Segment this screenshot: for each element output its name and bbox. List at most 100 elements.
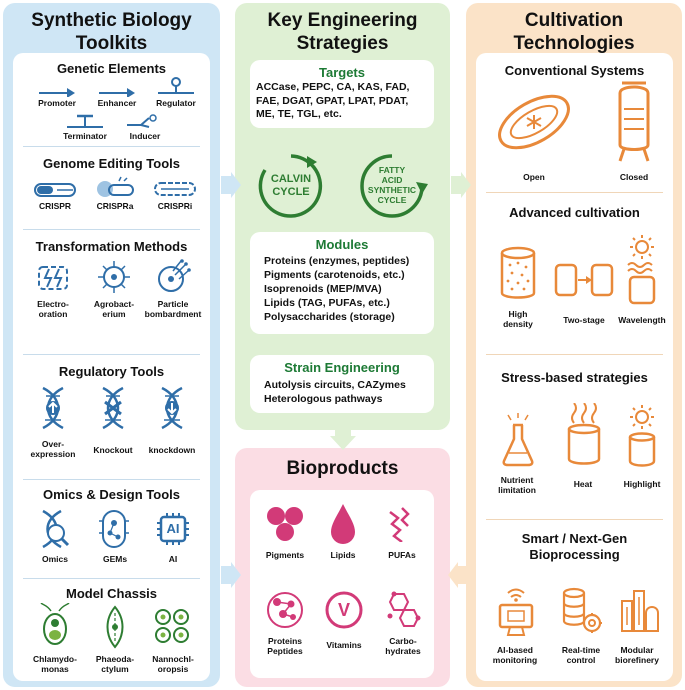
strain-engineering-title: Strain Engineering xyxy=(284,360,400,375)
divider xyxy=(23,354,200,355)
high-density-icon xyxy=(498,245,538,301)
fatty-acid-cycle-icon: FATTY ACID SYNTHETIC CYCLE xyxy=(356,150,428,222)
bioproducts-title: Bioproducts xyxy=(286,458,399,479)
advanced-cultivation-title: Advanced cultivation xyxy=(509,205,640,220)
knockdown-label: knockdown xyxy=(148,445,196,455)
omics-title: Omics & Design Tools xyxy=(42,487,180,502)
knockdown-icon xyxy=(156,386,188,430)
terminator-label: Terminator xyxy=(63,131,107,141)
module-item: Polysaccharides (storage) xyxy=(264,311,395,323)
electroporation-label: Electro- oration xyxy=(37,299,69,319)
strain-item: Autolysis circuits, CAZymes xyxy=(264,379,406,391)
arrow-left-to-middle xyxy=(221,172,241,198)
phaeodactylum-icon xyxy=(101,605,129,649)
ai-monitoring-label: AI-based monitoring xyxy=(492,645,538,665)
strain-engineering-card: Strain Engineering Autolysis circuits, C… xyxy=(250,355,434,413)
modular-biorefinery-icon xyxy=(620,583,660,635)
divider xyxy=(23,146,200,147)
closed-bioreactor-icon xyxy=(612,79,656,165)
proteins-peptides-label: Proteins Peptides xyxy=(267,636,303,656)
phaeodactylum-label: Phaeoda- ctylum xyxy=(95,654,135,674)
targets-text: ACCase, PEPC, CA, KAS, FAD, FAE, DGAT, G… xyxy=(256,81,410,120)
regulatory-title: Regulatory Tools xyxy=(58,364,165,379)
smart-bioprocessing-title: Smart / Next-Gen Bioprocessing xyxy=(521,531,628,562)
cultivation-title: Cultivation Technologies xyxy=(513,10,635,54)
calvin-cycle-icon: CALVIN CYCLE xyxy=(255,150,327,222)
vitamins-icon: V xyxy=(324,590,364,630)
promoter-icon xyxy=(37,83,77,97)
omics-icon xyxy=(37,509,71,549)
right-content-card: Conventional Systems Open Closed Advance… xyxy=(476,53,673,681)
strain-item: Heterologous pathways xyxy=(264,393,383,405)
divider xyxy=(23,578,200,579)
crispr-label: CRISPR xyxy=(38,201,72,211)
omics-label: Omics xyxy=(42,554,68,564)
terminator-icon xyxy=(65,113,105,129)
arrow-left-to-bioproducts xyxy=(221,562,241,588)
targets-title: Targets xyxy=(319,65,365,80)
nannochloropsis-label: Nannochl- oropsis xyxy=(152,654,194,674)
wavelength-icon xyxy=(624,233,660,305)
vitamin-glyph: V xyxy=(337,600,350,620)
bioproducts-card: Pigments Lipids PUFAs Proteins Peptides … xyxy=(250,490,434,678)
particle-bombardment-label: Particle bombardment xyxy=(144,299,202,319)
module-item: Proteins (enzymes, peptides) xyxy=(264,255,410,267)
key-engineering-title: Key Engineering Strategies xyxy=(267,10,418,54)
vitamins-label: Vitamins xyxy=(326,640,362,650)
knockout-label: Knockout xyxy=(93,445,133,455)
enhancer-label: Enhancer xyxy=(97,98,137,108)
heat-icon xyxy=(564,403,604,467)
crispri-label: CRISPRi xyxy=(157,201,193,211)
two-stage-label: Two-stage xyxy=(563,315,605,325)
open-label: Open xyxy=(523,172,545,182)
crispra-icon xyxy=(93,175,137,199)
module-item: Lipids (TAG, PUFAs, etc.) xyxy=(264,297,390,309)
left-content-card: Genetic Elements Promoter Enhancer Regul… xyxy=(13,53,210,681)
lipids-icon xyxy=(329,502,357,546)
divider xyxy=(486,192,663,193)
regulator-icon xyxy=(156,75,196,97)
arrow-middle-to-bioproducts xyxy=(330,428,356,450)
fatty-acid-cycle-text: FATTY ACID SYNTHETIC CYCLE xyxy=(367,165,417,205)
pigments-label: Pigments xyxy=(265,550,305,560)
conventional-systems-title: Conventional Systems xyxy=(504,63,645,78)
knockout-icon xyxy=(97,386,129,430)
carbohydrates-label: Carbo- hydrates xyxy=(385,636,421,656)
arrow-middle-to-right xyxy=(451,172,471,198)
two-stage-icon xyxy=(554,259,614,299)
real-time-control-label: Real-time control xyxy=(561,645,601,665)
ai-label: AI xyxy=(168,554,178,564)
crispri-icon xyxy=(153,179,197,199)
pufas-icon xyxy=(386,506,422,542)
overexpression-icon xyxy=(37,386,69,430)
particle-bombardment-icon xyxy=(155,259,191,295)
modules-title: Modules xyxy=(315,237,369,252)
inducer-label: Inducer xyxy=(129,131,161,141)
regulator-label: Regulator xyxy=(156,98,196,108)
real-time-control-icon xyxy=(560,587,604,635)
divider xyxy=(23,479,200,480)
nannochloropsis-icon xyxy=(153,607,193,647)
nutrient-limitation-icon xyxy=(500,411,536,467)
targets-card: Targets ACCase, PEPC, CA, KAS, FAD, FAE,… xyxy=(250,60,434,128)
chlamydomonas-label: Chlamydo- monas xyxy=(33,654,77,674)
promoter-label: Promoter xyxy=(38,98,76,108)
enhancer-icon xyxy=(97,83,137,97)
inducer-icon xyxy=(125,113,165,129)
model-chassis-title: Model Chassis xyxy=(65,586,158,601)
carbohydrates-icon xyxy=(384,590,424,630)
transformation-title: Transformation Methods xyxy=(35,239,188,254)
modular-biorefinery-label: Modular biorefinery xyxy=(615,645,659,665)
divider xyxy=(486,519,663,520)
crispra-label: CRISPRa xyxy=(96,201,134,211)
gems-icon xyxy=(97,509,131,549)
agrobacterium-icon xyxy=(95,258,133,296)
divider xyxy=(23,229,200,230)
divider xyxy=(486,354,663,355)
closed-label: Closed xyxy=(619,172,649,182)
open-pond-icon xyxy=(492,87,576,157)
proteins-icon xyxy=(265,590,305,630)
synthetic-biology-title: Synthetic Biology Toolkits xyxy=(31,10,192,54)
chlamydomonas-icon xyxy=(39,603,71,647)
pigments-icon xyxy=(264,504,306,544)
